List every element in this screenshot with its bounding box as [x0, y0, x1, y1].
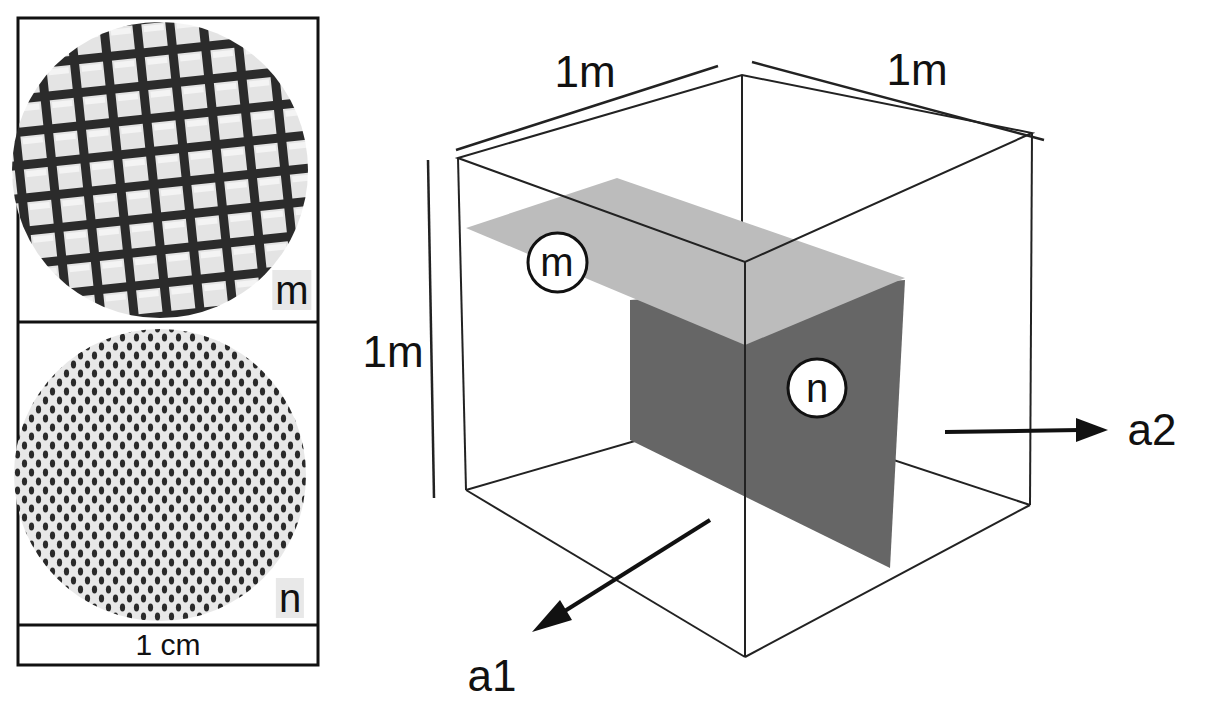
dimension-label: 1m [362, 330, 423, 374]
axis-label: a1 [468, 654, 517, 698]
plane-label: n [806, 368, 828, 408]
label-circle: m [526, 231, 589, 294]
dimension-label: 1m [886, 48, 947, 92]
sample-label: m [272, 270, 311, 310]
sample-label: n [276, 578, 304, 618]
dimension-label: 1m [554, 50, 615, 94]
plane-label: m [540, 242, 573, 282]
scale-label: 1 cm [135, 630, 200, 660]
axis-label: a2 [1128, 408, 1177, 452]
label-circle: n [786, 357, 848, 419]
